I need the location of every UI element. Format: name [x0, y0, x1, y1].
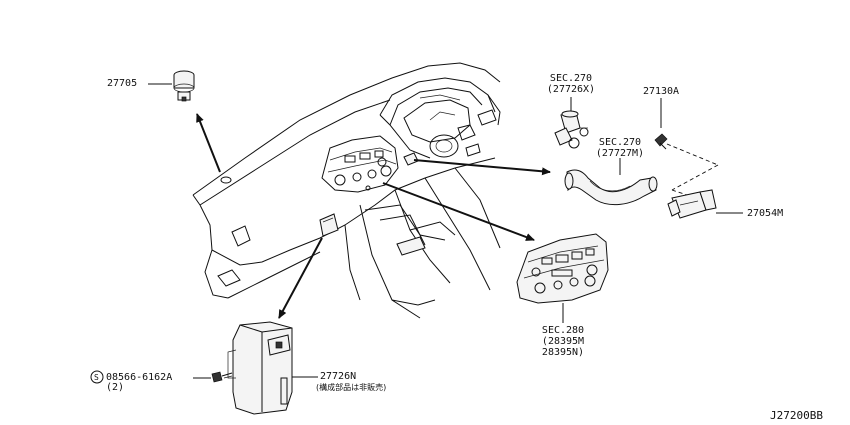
label-27130a: 27130A: [642, 86, 680, 97]
part-27727m: [564, 158, 658, 206]
part-27726n-module: [227, 321, 318, 415]
dash-box-27726n-location: [319, 213, 339, 237]
label-27727m: (27727M): [595, 148, 645, 159]
diagram-code: J27200BB: [770, 409, 823, 422]
label-sec280: SEC.280: [541, 325, 585, 336]
label-27054m: 27054M: [747, 208, 784, 219]
label-27726n: 27726N: [320, 371, 357, 382]
label-sec270-b: SEC.270: [598, 137, 642, 148]
center-control-panel: [321, 135, 399, 193]
label-27726n-note: (構成部品は非販売): [316, 383, 387, 392]
part-27705: [148, 70, 195, 102]
label-27726x: (27726X): [546, 84, 596, 95]
bolt-symbol-circle: [90, 370, 104, 384]
label-28395m: (28395M: [541, 336, 585, 347]
label-28395n: 28395N): [541, 347, 585, 358]
leader-arrows: [196, 113, 551, 319]
label-27705: 27705: [107, 78, 138, 89]
part-sec280-control-unit: [516, 233, 609, 323]
sensor-location: [403, 152, 419, 166]
part-27054m: [667, 189, 743, 219]
dashboard-outline: [192, 62, 501, 319]
label-08566-6162a: 08566-6162A: [106, 372, 173, 383]
part-27726x: [554, 97, 589, 149]
label-sec270-a: SEC.270: [549, 73, 593, 84]
instrument-cluster: [379, 77, 501, 159]
bolt-symbol-s: S: [94, 373, 99, 382]
part-bolt-08566: [193, 371, 233, 383]
label-bolt-qty: (2): [106, 382, 125, 393]
part-27130a: [654, 98, 719, 197]
